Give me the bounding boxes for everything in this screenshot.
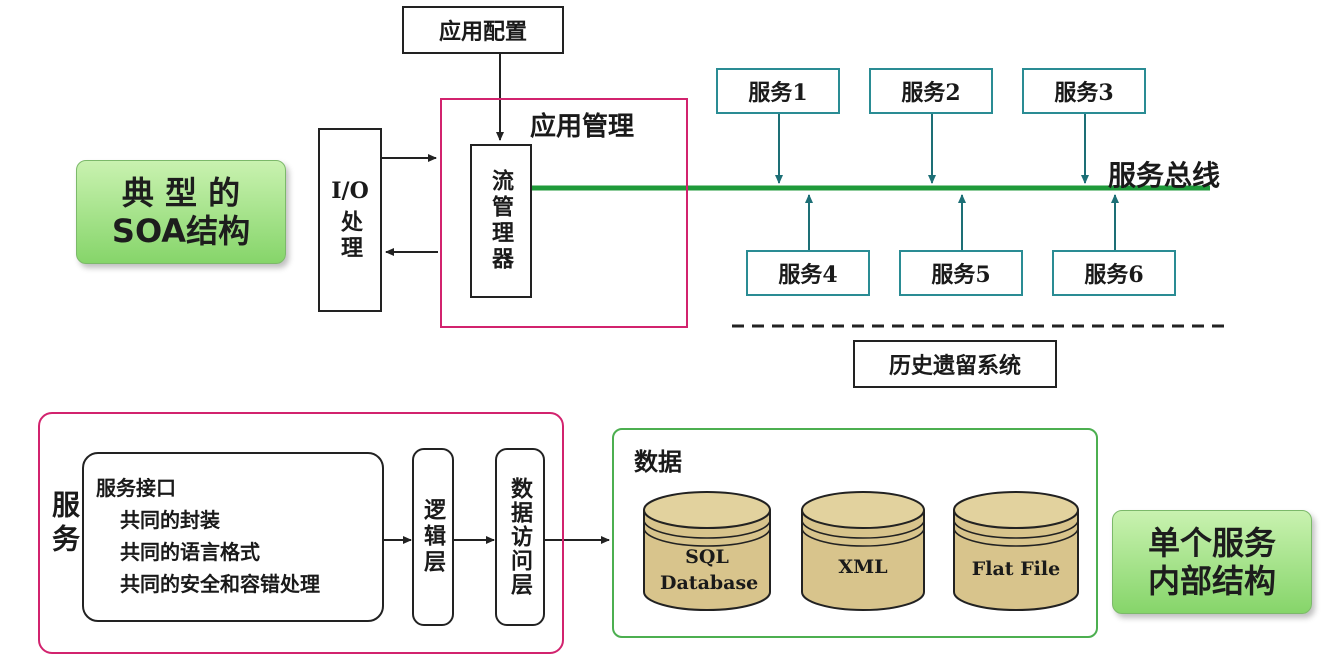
callout-typical-soa: 典 型 的 SOA结构 (76, 160, 286, 264)
service-6-label: 服务6 (1084, 262, 1144, 288)
logic-layer-box: 逻辑层 (412, 448, 454, 626)
logic-layer-label: 逻辑层 (420, 498, 446, 576)
legacy-system-label: 历史遗留系统 (888, 353, 1021, 379)
service-2-box: 服务2 (869, 68, 993, 114)
service-2-label: 服务2 (901, 80, 961, 106)
service-1-label: 服务1 (748, 80, 808, 106)
io-box: I/O 处理 (318, 128, 382, 312)
sql-database-cylinder: SQL Database (642, 488, 772, 614)
service-3-box: 服务3 (1022, 68, 1146, 114)
service-interface-title: 服务接口 (96, 476, 176, 500)
service-label: 服务 (48, 490, 81, 558)
app-config-box: 应用配置 (402, 6, 564, 54)
flat-file-cylinder: Flat File (952, 488, 1080, 614)
callout-single-line2: 内部结构 (1147, 562, 1276, 600)
xml-shape (801, 491, 925, 611)
flat-file-label: Flat File (971, 558, 1061, 580)
flow-manager-label: 流管理器 (488, 169, 514, 273)
data-label: 数据 (634, 447, 682, 476)
callout-single-service: 单个服务 内部结构 (1112, 510, 1312, 614)
service-5-label: 服务5 (931, 262, 991, 288)
interface-item-security-fault: 共同的安全和容错处理 (120, 572, 320, 596)
interface-item-language-format: 共同的语言格式 (120, 540, 260, 564)
app-management-label: 应用管理 (530, 112, 635, 142)
callout-typical-line1: 典 型 的 (121, 174, 241, 212)
data-frame: 数据 (612, 428, 1098, 638)
flow-manager-box: 流管理器 (470, 144, 532, 298)
flat-file-shape (953, 491, 1079, 611)
service-interface-box: 服务接口 共同的封装 共同的语言格式 共同的安全和容错处理 (82, 452, 384, 622)
service-5-box: 服务5 (899, 250, 1023, 296)
data-access-layer-label: 数据访问层 (507, 477, 533, 597)
service-frame (38, 412, 564, 654)
service-4-label: 服务4 (778, 262, 838, 288)
interface-item-encapsulation: 共同的封装 (120, 508, 220, 532)
callout-single-line1: 单个服务 (1147, 524, 1276, 562)
service-6-box: 服务6 (1052, 250, 1176, 296)
io-process-label: 处理 (337, 210, 363, 262)
legacy-system-box: 历史遗留系统 (853, 340, 1057, 388)
sql-database-label: SQL Database (660, 546, 759, 594)
data-access-layer-box: 数据访问层 (495, 448, 545, 626)
xml-cylinder: XML (800, 488, 926, 614)
sql-database-shape (643, 491, 771, 611)
io-label: I/O (331, 178, 369, 204)
service-3-label: 服务3 (1054, 80, 1114, 106)
callout-typical-line2: SOA结构 (111, 212, 251, 250)
app-management-frame: 应用管理 (440, 98, 688, 328)
app-config-label: 应用配置 (438, 19, 527, 45)
service-4-box: 服务4 (746, 250, 870, 296)
xml-label: XML (838, 556, 888, 578)
service-1-box: 服务1 (716, 68, 840, 114)
service-bus-label: 服务总线 (1108, 159, 1221, 192)
